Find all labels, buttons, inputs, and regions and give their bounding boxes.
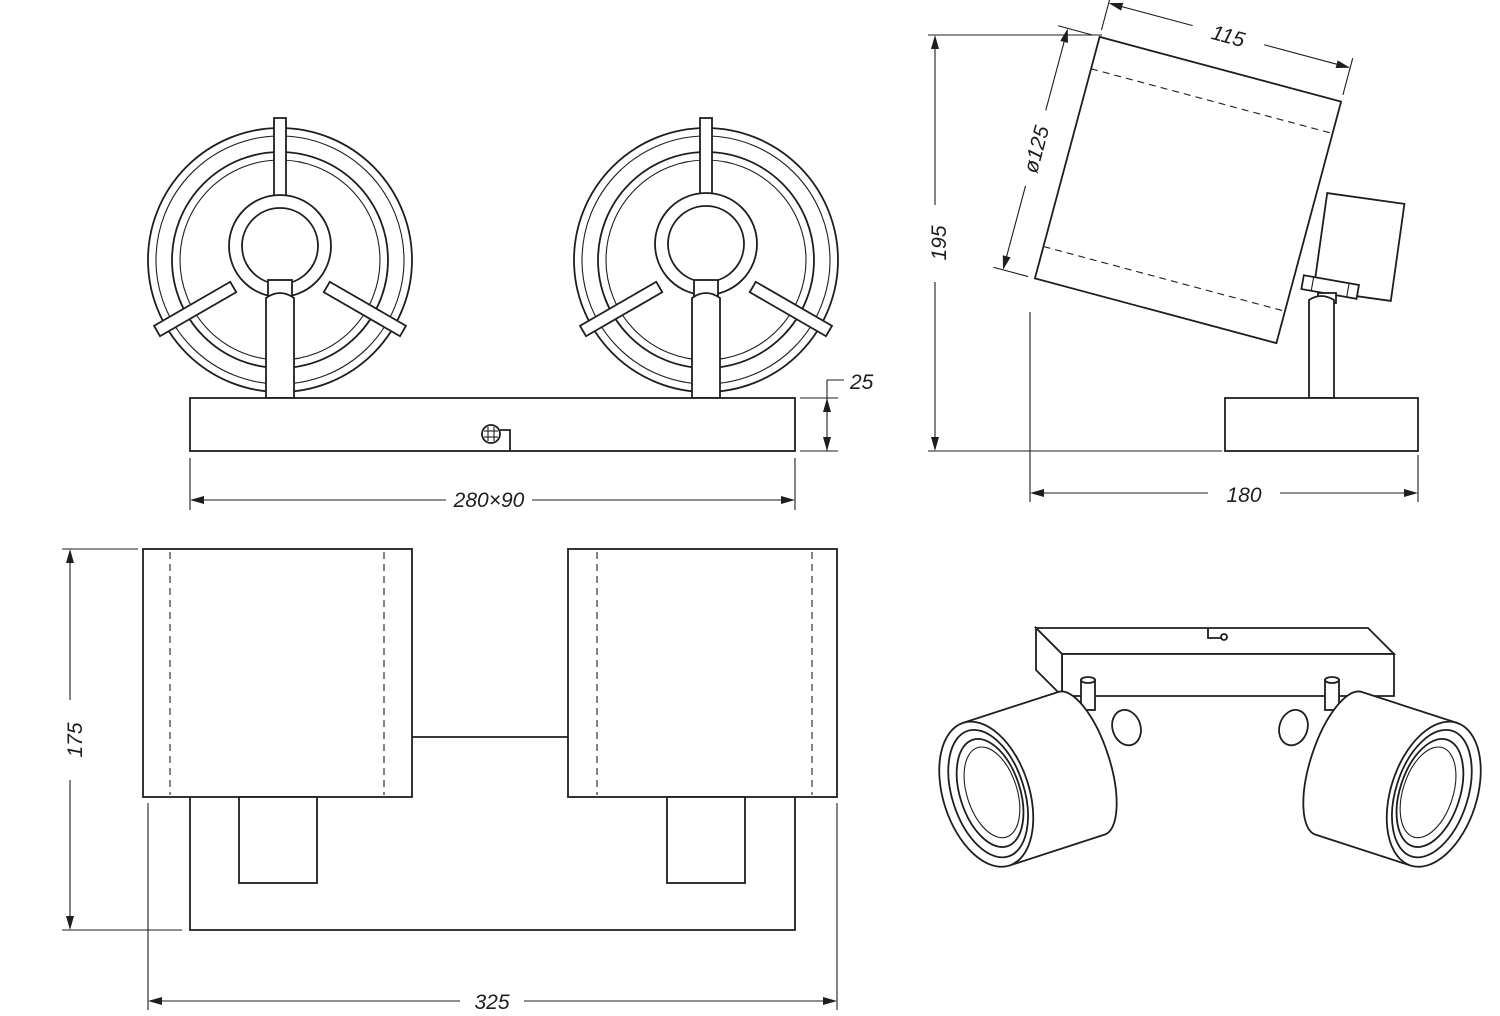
dimension-top-depth: 175	[62, 548, 182, 931]
iso-base-plate	[1033, 625, 1397, 699]
top-base-outline	[189, 797, 796, 931]
dim-label-total-height: 195	[928, 225, 951, 260]
front-view: 25 280×90	[147, 117, 874, 512]
dimension-side-depth: 180	[1029, 312, 1419, 507]
dimension-total-width: 325	[147, 803, 838, 1014]
front-left-shade	[147, 117, 413, 399]
dimension-base-size: 280×90	[189, 458, 796, 512]
front-right-shade	[573, 117, 839, 399]
top-view: 175 325	[62, 548, 838, 1014]
dim-label-shade-diameter: ø125	[1020, 123, 1055, 175]
iso-view	[938, 625, 1482, 868]
dim-label-total-width: 325	[474, 991, 509, 1014]
iso-right-spot	[1278, 690, 1482, 868]
dim-label-base-height: 25	[849, 371, 874, 394]
iso-left-spot	[938, 690, 1142, 868]
dimension-total-height: 195	[928, 34, 1222, 452]
side-view: 195 180 115	[928, 0, 1419, 507]
dim-label-top-depth: 175	[64, 722, 87, 757]
dim-label-side-depth: 180	[1226, 484, 1261, 507]
dimension-base-height: 25	[800, 371, 874, 452]
top-left-shade	[142, 548, 413, 884]
dim-label-base-size: 280×90	[453, 489, 525, 512]
top-right-shade	[567, 548, 838, 884]
base-screw	[481, 424, 511, 451]
side-shade	[1033, 35, 1343, 345]
dim-label-shade-width: 115	[1209, 21, 1248, 52]
side-base-plate	[1224, 397, 1419, 452]
